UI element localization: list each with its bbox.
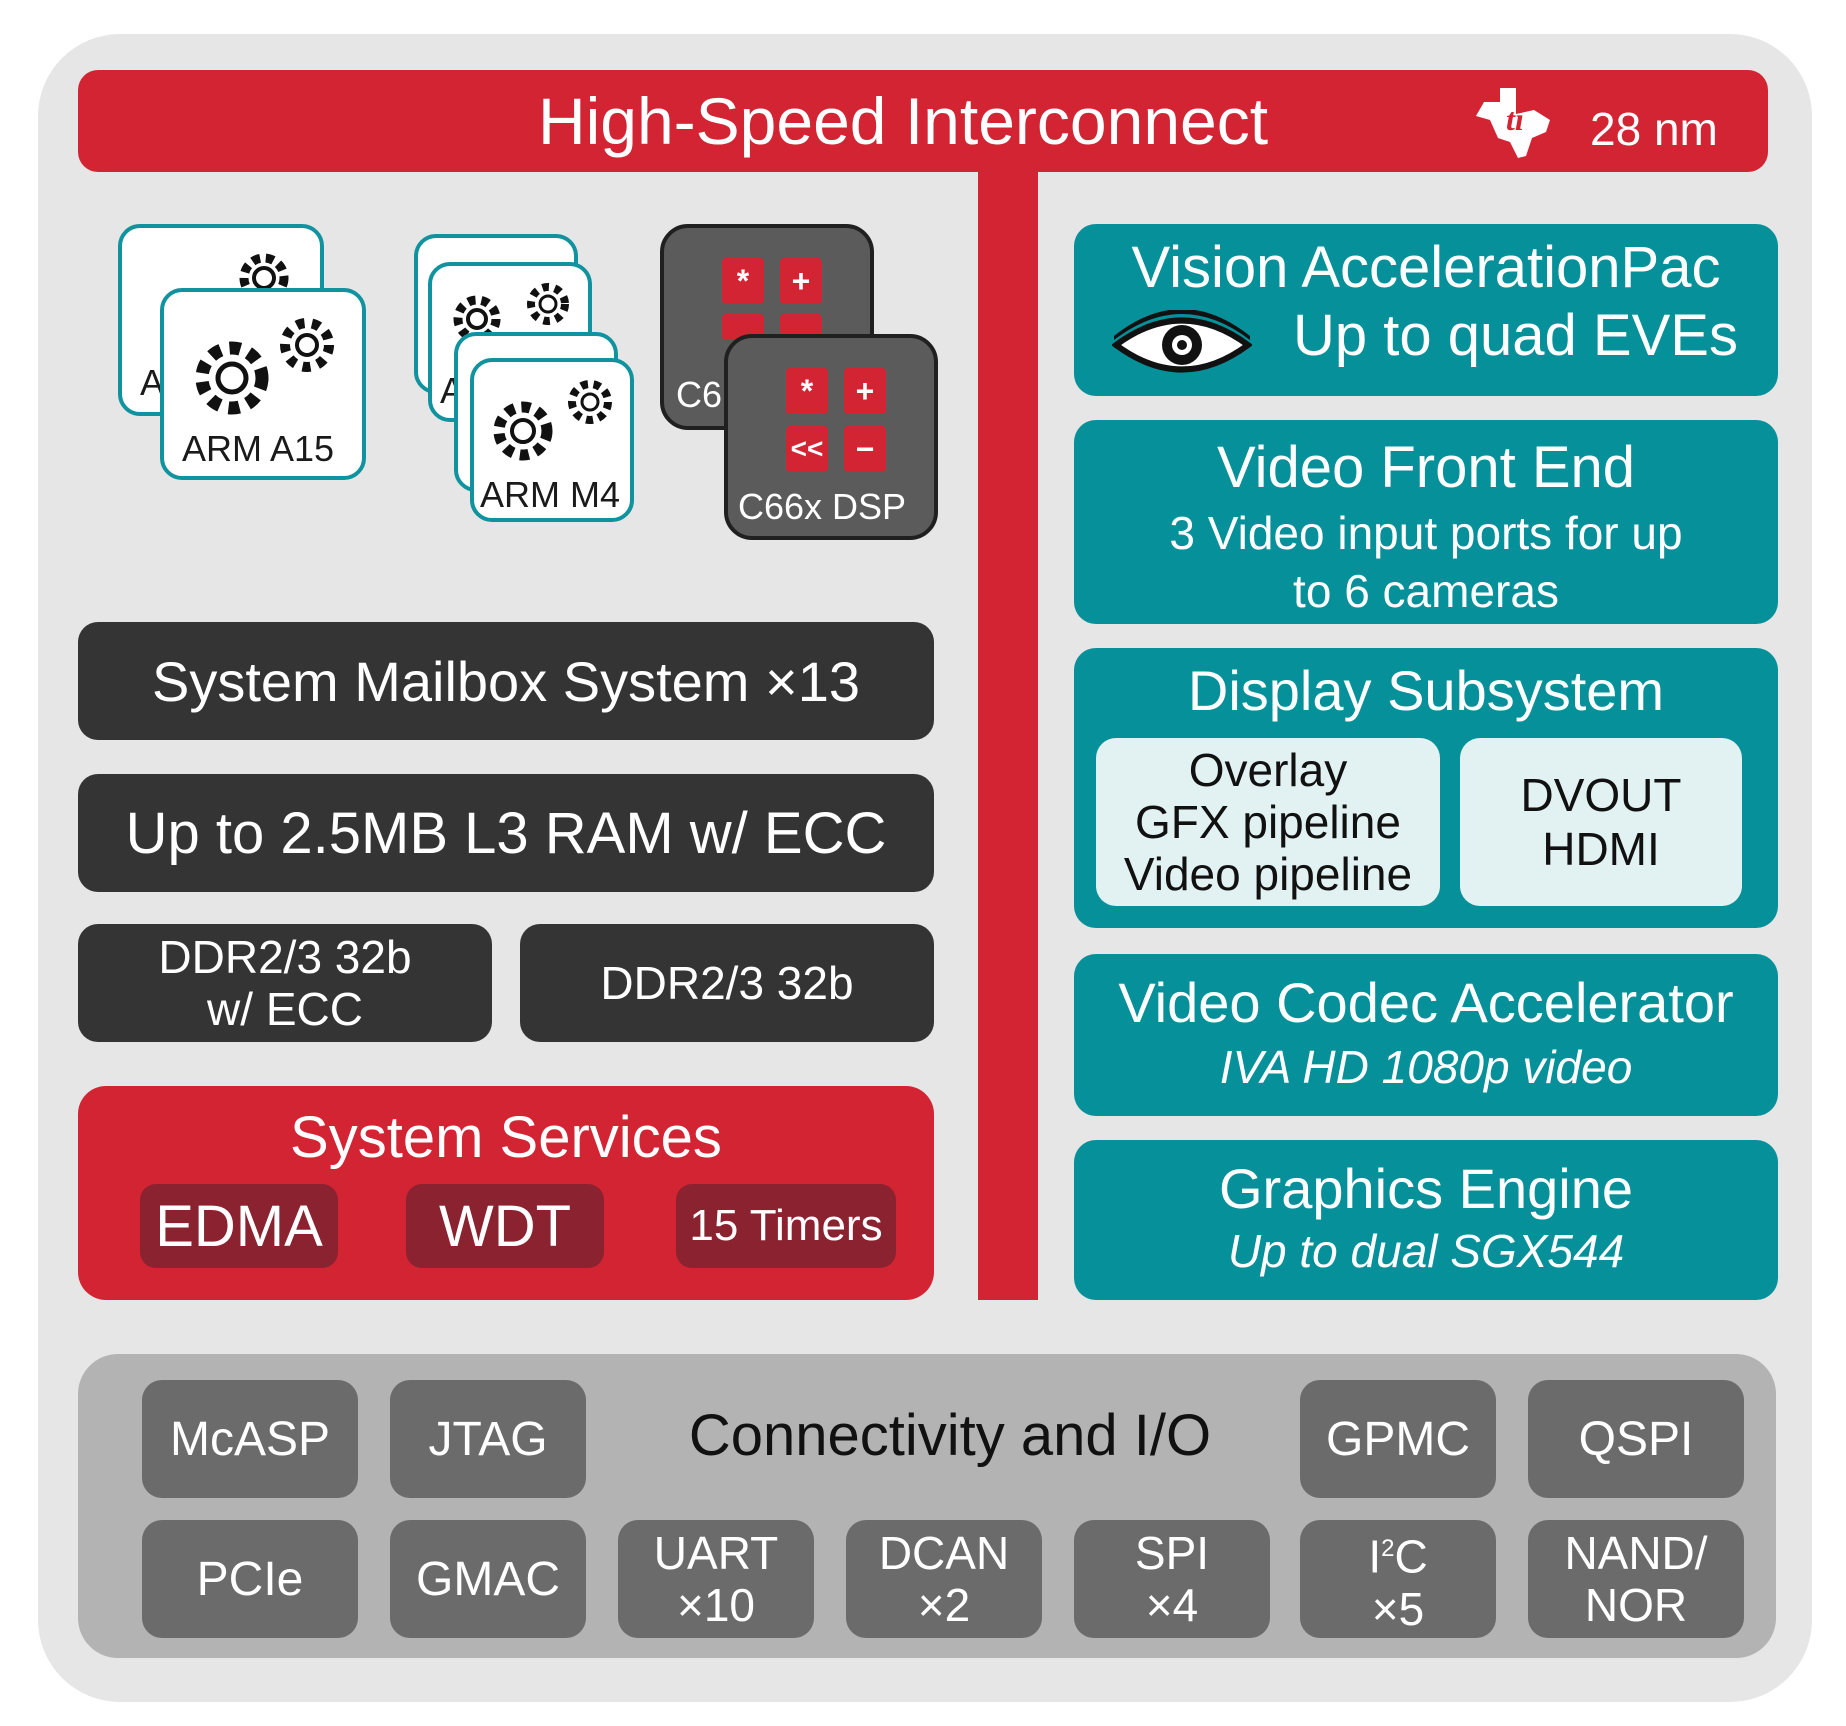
mcasp-label: McASP: [169, 1412, 331, 1466]
spi-block: SPI ×4: [1074, 1520, 1270, 1638]
add-op: +: [844, 368, 886, 414]
i2c-block: I2C ×5: [1300, 1520, 1496, 1638]
dss-title: Display Subsystem: [1187, 659, 1665, 722]
i2c-sup: 2: [1381, 1535, 1395, 1563]
gpmc-label: GPMC: [1326, 1412, 1470, 1466]
i2c-count: ×5: [1371, 1582, 1425, 1635]
gmac-label: GMAC: [416, 1552, 560, 1606]
interconnect-stem: [978, 160, 1038, 1300]
arm-m4-label: ARM M4: [480, 474, 621, 515]
edma-label: EDMA: [155, 1193, 323, 1259]
spi-label: SPI: [1134, 1527, 1210, 1579]
system-services-title: System Services: [290, 1105, 722, 1170]
wdt-label: WDT: [438, 1193, 572, 1259]
l3-ram-block: Up to 2.5MB L3 RAM w/ ECC: [78, 774, 934, 892]
ddr-ecc-line1: DDR2/3 32b: [158, 931, 412, 983]
add-op: +: [780, 258, 822, 304]
jtag-label: JTAG: [428, 1412, 548, 1466]
vision-subtitle: Up to quad EVEs: [1293, 303, 1738, 368]
vision-acceleration-block: Vision AccelerationPac Up to quad EVEs: [1074, 224, 1778, 396]
system-services-block: System Services EDMA WDT 15 Timers: [78, 1086, 934, 1300]
nor-label: NOR: [1584, 1579, 1688, 1631]
vfe-line1: 3 Video input ports for up: [1169, 507, 1683, 559]
uart-count: ×10: [676, 1579, 756, 1631]
uart-block: UART ×10: [618, 1520, 814, 1638]
dss-video-label: Video pipeline: [1123, 848, 1413, 900]
connectivity-title: Connectivity and I/O: [688, 1403, 1212, 1468]
process-node: 28 nm: [1590, 103, 1718, 155]
arm-a15-label: ARM A15: [182, 428, 335, 469]
uart-label: UART: [653, 1527, 779, 1579]
ddr-ecc-block: DDR2/3 32b w/ ECC: [78, 924, 492, 1042]
gear-icon: [184, 330, 280, 426]
dcan-block: DCAN ×2: [846, 1520, 1042, 1638]
system-mailbox-label: System Mailbox System ×13: [151, 649, 861, 713]
dss-outputs-box: DVOUT HDMI: [1460, 738, 1742, 906]
c66x-dsp-label: C66x DSP: [738, 486, 907, 527]
c66x-dsp-core: C66x DSP: [724, 334, 938, 540]
codec-subtitle: IVA HD 1080p video: [1219, 1041, 1633, 1093]
jtag-block: JTAG: [390, 1380, 586, 1498]
edma-chip: EDMA: [140, 1184, 338, 1268]
dss-gfx-label: GFX pipeline: [1135, 796, 1401, 848]
gmac-block: GMAC: [390, 1520, 586, 1638]
interconnect-bar: High-Speed Interconnect: [78, 70, 1768, 172]
eye-icon: [1110, 309, 1254, 380]
qspi-block: QSPI: [1528, 1380, 1744, 1498]
i2c-label: I2C: [1368, 1523, 1428, 1583]
shift-op: <<: [786, 426, 828, 472]
core-label: C6: [676, 374, 723, 415]
dvout-label: DVOUT: [1520, 769, 1682, 821]
vision-title: Vision AccelerationPac: [1131, 235, 1721, 300]
vfe-title: Video Front End: [1216, 435, 1636, 500]
video-front-end-block: Video Front End 3 Video input ports for …: [1074, 420, 1778, 624]
gfx-title: Graphics Engine: [1218, 1157, 1633, 1220]
vfe-line2: to 6 cameras: [1293, 565, 1559, 617]
video-codec-block: Video Codec Accelerator IVA HD 1080p vid…: [1074, 954, 1778, 1116]
svg-text:ti: ti: [1506, 101, 1524, 137]
ddr-block: DDR2/3 32b: [520, 924, 934, 1042]
dcan-count: ×2: [917, 1579, 971, 1631]
pcie-block: PCIe: [142, 1520, 358, 1638]
multiply-op: *: [786, 368, 828, 414]
gear-icon: [272, 310, 342, 380]
dss-pipelines-box: Overlay GFX pipeline Video pipeline: [1096, 738, 1440, 906]
gpmc-block: GPMC: [1300, 1380, 1496, 1498]
qspi-label: QSPI: [1578, 1412, 1694, 1466]
graphics-engine-block: Graphics Engine Up to dual SGX544: [1074, 1140, 1778, 1300]
timers-label: 15 Timers: [689, 1201, 883, 1250]
gear-icon: [484, 392, 562, 470]
timers-chip: 15 Timers: [676, 1184, 896, 1268]
system-mailbox-block: System Mailbox System ×13: [78, 622, 934, 740]
pcie-label: PCIe: [196, 1552, 304, 1606]
multiply-op: *: [722, 258, 764, 304]
nand-nor-block: NAND/ NOR: [1528, 1520, 1744, 1638]
display-subsystem-block: Display Subsystem Overlay GFX pipeline V…: [1074, 648, 1778, 928]
gfx-subtitle: Up to dual SGX544: [1227, 1225, 1625, 1277]
interconnect-title: High-Speed Interconnect: [537, 84, 1269, 158]
gear-icon: [520, 276, 576, 332]
nand-label: NAND/: [1564, 1527, 1708, 1579]
ddr-ecc-line2: w/ ECC: [207, 983, 363, 1035]
i2c-base: I: [1368, 1530, 1382, 1583]
spi-count: ×4: [1145, 1579, 1199, 1631]
hdmi-label: HDMI: [1542, 823, 1660, 875]
subtract-op: −: [844, 426, 886, 472]
dcan-label: DCAN: [878, 1527, 1010, 1579]
codec-title: Video Codec Accelerator: [1118, 971, 1734, 1034]
wdt-chip: WDT: [406, 1184, 604, 1268]
ti-logo-icon: ti: [1470, 80, 1556, 162]
mcasp-block: McASP: [142, 1380, 358, 1498]
gear-icon: [560, 372, 620, 432]
ddr-label: DDR2/3 32b: [600, 957, 854, 1009]
i2c-rest: C: [1394, 1530, 1428, 1583]
dss-overlay-label: Overlay: [1188, 744, 1348, 796]
l3-ram-label: Up to 2.5MB L3 RAM w/ ECC: [125, 800, 887, 866]
